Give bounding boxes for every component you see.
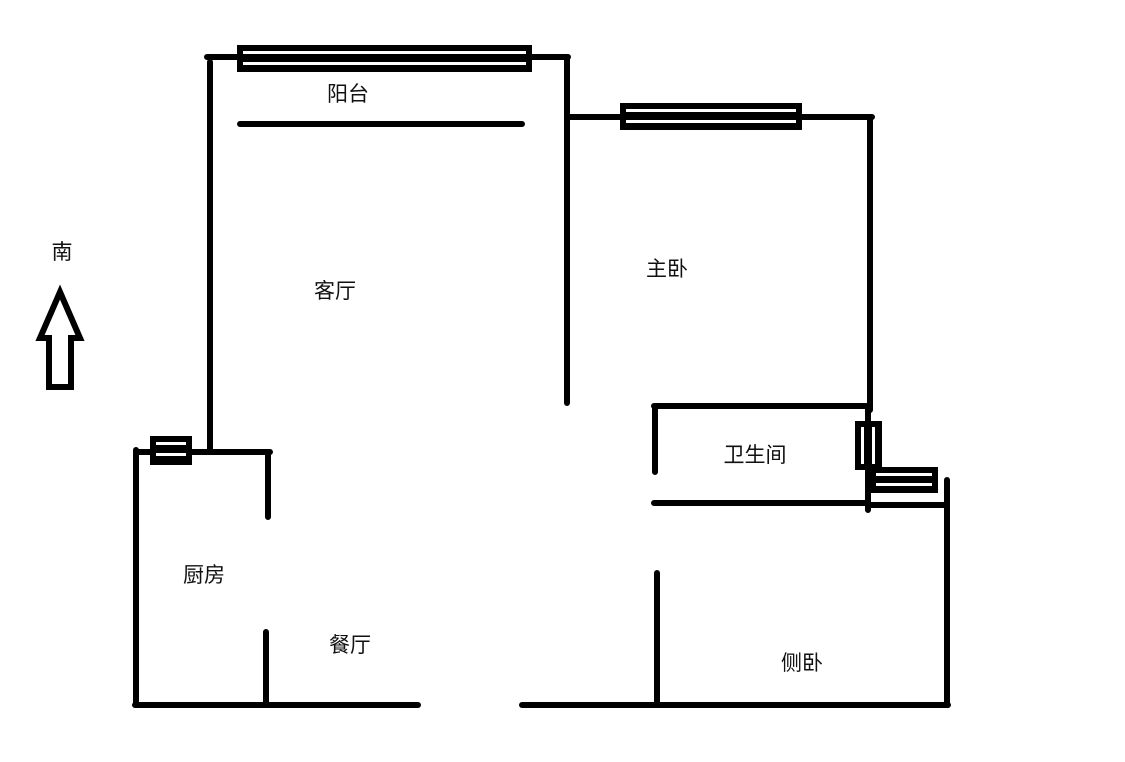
room-label-living-room: 客厅 bbox=[314, 279, 356, 303]
windows bbox=[150, 45, 938, 493]
wall bbox=[204, 54, 571, 453]
wall bbox=[651, 403, 871, 513]
wall bbox=[867, 477, 950, 708]
wall bbox=[133, 447, 273, 708]
room-label-bathroom: 卫生间 bbox=[723, 443, 787, 467]
room-label-dining-room: 餐厅 bbox=[329, 633, 371, 657]
compass-label: 南 bbox=[51, 240, 73, 264]
room-label-balcony: 阳台 bbox=[327, 82, 369, 106]
room-label-master-bedroom: 主卧 bbox=[646, 257, 688, 281]
window-balcony bbox=[237, 45, 532, 72]
window-master bbox=[620, 103, 802, 130]
window-bathroom bbox=[855, 421, 882, 470]
window-kitchen bbox=[150, 436, 192, 465]
room-label-kitchen: 厨房 bbox=[183, 563, 225, 587]
room-label-side-bedroom: 侧卧 bbox=[781, 651, 823, 675]
arrow-up-icon bbox=[35, 284, 85, 390]
walls bbox=[132, 54, 951, 708]
wall bbox=[564, 114, 875, 413]
window-side bbox=[870, 467, 938, 493]
